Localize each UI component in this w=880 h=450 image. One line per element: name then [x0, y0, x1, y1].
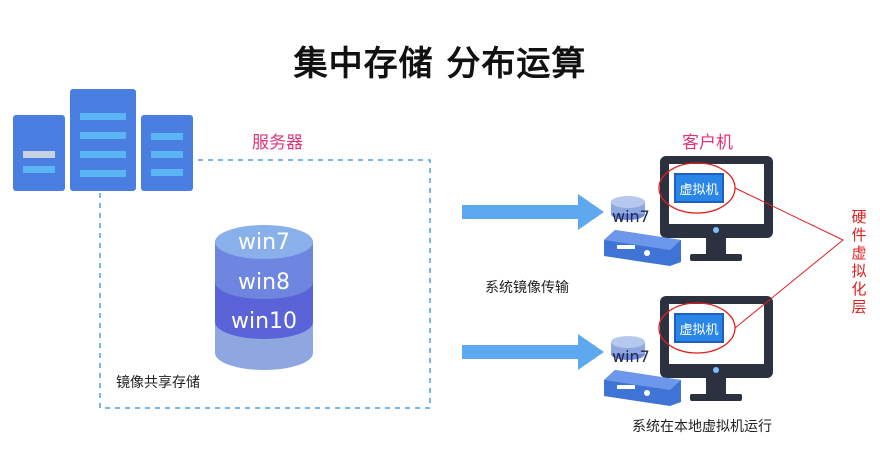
server-rack-icon [13, 89, 193, 191]
mini-disk-icon [611, 196, 645, 220]
page-title: 集中存储 分布运算 [293, 44, 587, 84]
client-label: 客户机 [682, 133, 733, 153]
client-1 [604, 156, 773, 266]
share-storage-label: 镜像共享存储 [116, 375, 200, 391]
hardware-layer-label: 硬件虚拟化层 [851, 208, 867, 316]
arrow-right-icon [462, 194, 604, 230]
disk-layer-win10: win10 [230, 309, 298, 334]
disk-layer-win8: win8 [237, 270, 291, 295]
annotation-line [734, 239, 844, 329]
host-box-icon [604, 230, 681, 266]
disk-layer-win7: win7 [237, 230, 291, 255]
server-left [13, 115, 65, 191]
vm-label: 虚拟机 [679, 323, 719, 338]
transfer-label: 系统镜像传输 [485, 280, 569, 296]
server-center [70, 89, 136, 191]
client-2 [604, 296, 773, 406]
arrow-right-icon [462, 334, 604, 370]
host-box-icon [604, 370, 681, 406]
vm-label: 虚拟机 [679, 183, 719, 198]
annotation-line [734, 187, 844, 241]
local-run-label: 系统在本地虚拟机运行 [632, 419, 772, 435]
server-group-border [99, 159, 431, 409]
server-right [141, 115, 193, 191]
database-icon [215, 225, 313, 370]
server-label: 服务器 [252, 133, 303, 153]
client-os-label: win7 [612, 347, 650, 366]
client-os-label: win7 [612, 207, 650, 226]
mini-disk-icon [611, 336, 645, 360]
